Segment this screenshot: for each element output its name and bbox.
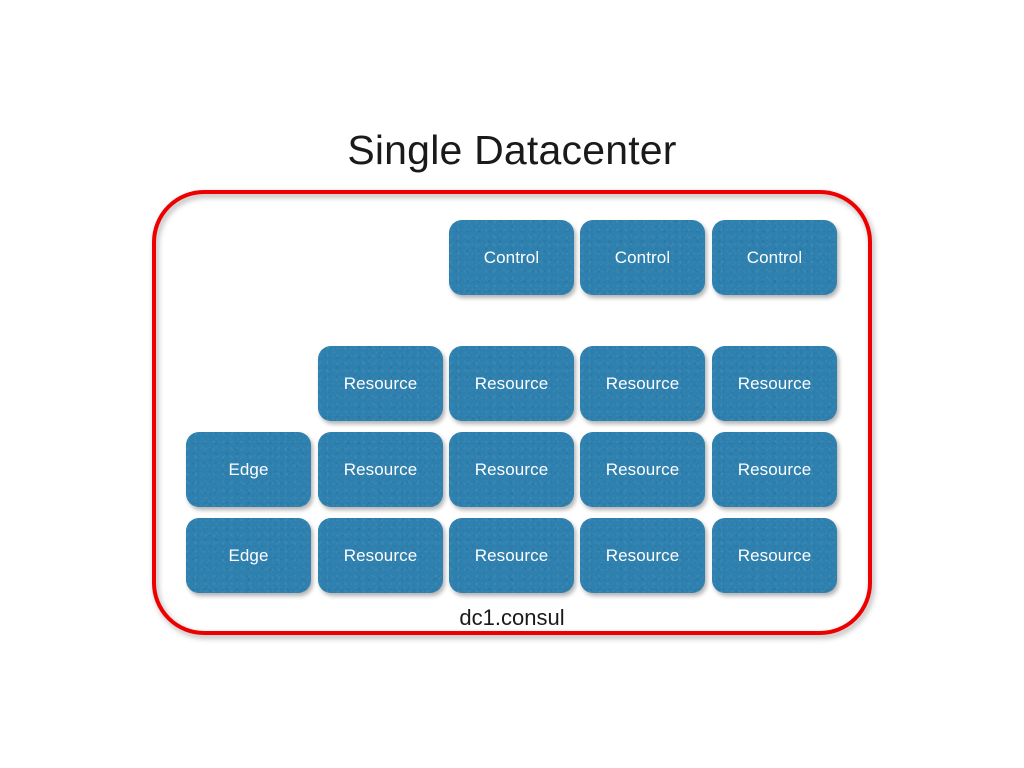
node-resource[interactable]: Resource [580,346,705,421]
node-label: Resource [737,460,812,479]
node-resource[interactable]: Resource [712,518,837,593]
page-title: Single Datacenter [347,127,677,173]
node-label: Resource [737,374,812,393]
node-label: Control [483,248,540,267]
node-label: Resource [343,374,418,393]
node-label: Resource [605,546,680,565]
node-label: Resource [474,460,549,479]
node-label: Resource [343,546,418,565]
node-label: Resource [605,460,680,479]
node-control[interactable]: Control [712,220,837,295]
node-label: Control [746,248,803,267]
node-resource[interactable]: Resource [449,432,574,507]
node-label: Resource [605,374,680,393]
node-label: Resource [474,374,549,393]
node-edge[interactable]: Edge [186,432,311,507]
node-label: Edge [228,546,269,565]
node-resource[interactable]: Resource [449,518,574,593]
node-resource[interactable]: Resource [712,346,837,421]
node-edge[interactable]: Edge [186,518,311,593]
datacenter-boundary [152,190,872,635]
node-resource[interactable]: Resource [318,346,443,421]
node-label: Resource [737,546,812,565]
node-resource[interactable]: Resource [580,518,705,593]
node-resource[interactable]: Resource [580,432,705,507]
datacenter-name-label: dc1.consul [459,605,565,630]
node-label: Control [614,248,671,267]
node-control[interactable]: Control [449,220,574,295]
node-resource[interactable]: Resource [318,518,443,593]
node-resource[interactable]: Resource [712,432,837,507]
node-label: Resource [474,546,549,565]
node-label: Edge [228,460,269,479]
node-control[interactable]: Control [580,220,705,295]
node-resource[interactable]: Resource [318,432,443,507]
node-label: Resource [343,460,418,479]
node-resource[interactable]: Resource [449,346,574,421]
